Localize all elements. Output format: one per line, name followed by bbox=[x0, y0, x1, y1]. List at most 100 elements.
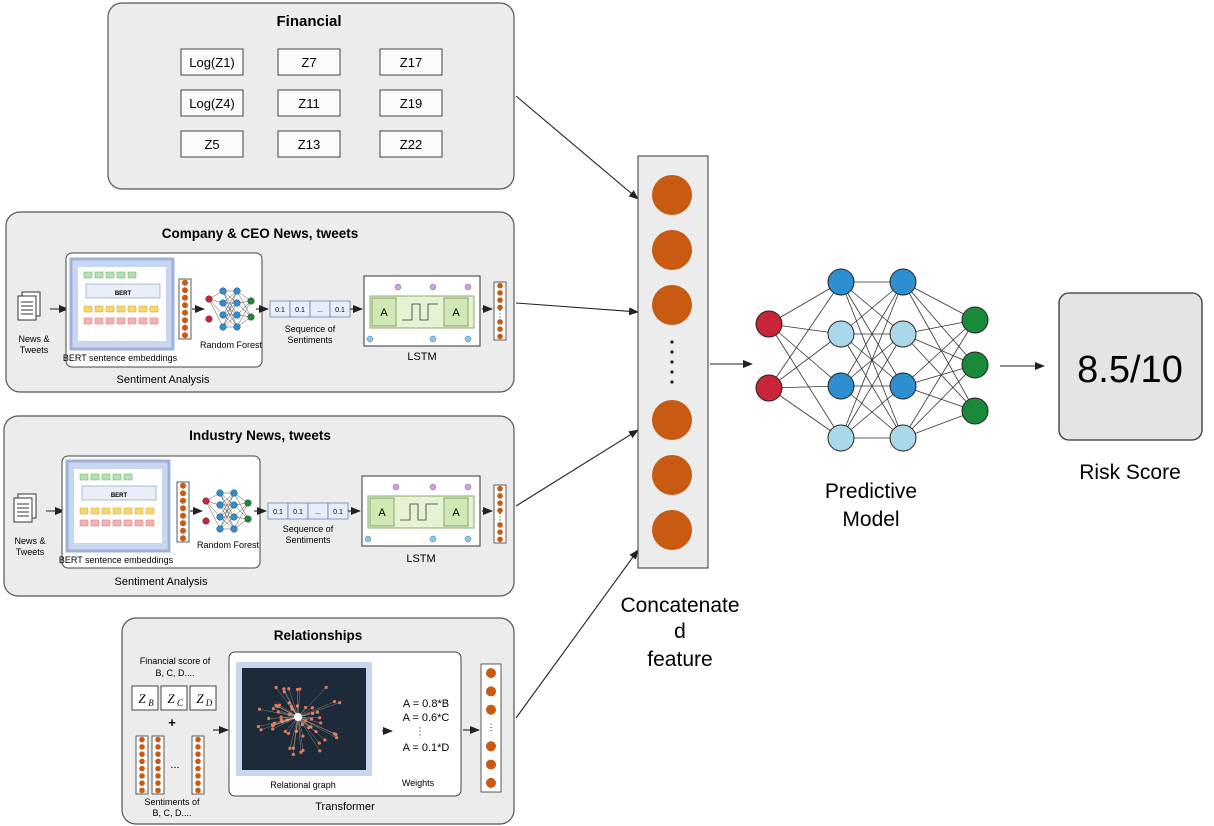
financial-feature-tile bbox=[277, 130, 341, 158]
rf-edge bbox=[222, 302, 238, 328]
model-edge bbox=[902, 364, 976, 439]
vector-node bbox=[497, 297, 503, 303]
graph-node bbox=[318, 716, 322, 720]
vector-node bbox=[139, 758, 145, 765]
financial-feature-label: Z22 bbox=[400, 137, 422, 152]
sentiment-analysis-label: Sentiment Analysis bbox=[117, 374, 210, 386]
random-forest-network bbox=[205, 287, 255, 331]
z-score-subscript: D bbox=[205, 698, 213, 708]
concat-label-line2: d bbox=[674, 620, 686, 643]
risk-score-box bbox=[1058, 292, 1203, 441]
relational-graph-label: Relational graph bbox=[270, 780, 336, 790]
rf-node bbox=[247, 297, 255, 305]
graph-node bbox=[287, 687, 291, 691]
model-label-line1: Predictive bbox=[825, 480, 917, 503]
financial-feature-label: Z11 bbox=[298, 96, 319, 111]
embedding-vector bbox=[176, 481, 190, 543]
vector-node bbox=[497, 522, 503, 528]
sequence-value: 0.1 bbox=[295, 307, 305, 314]
random-forest-label: Random Forest bbox=[200, 340, 263, 350]
rf-node bbox=[219, 299, 227, 307]
vector-node bbox=[155, 773, 161, 779]
vector-node bbox=[497, 319, 503, 325]
vector-node bbox=[486, 759, 496, 770]
vector-node bbox=[182, 317, 188, 324]
model-edge bbox=[840, 281, 904, 439]
rf-edge bbox=[208, 298, 224, 328]
graph-node bbox=[323, 738, 327, 742]
industry-news-title: Industry News, tweets bbox=[189, 428, 331, 443]
lstm-label: LSTM bbox=[406, 553, 435, 565]
company-news-panel: Company & CEO News, tweets News & Tweets… bbox=[5, 211, 515, 393]
graph-center-node bbox=[294, 713, 302, 721]
vector-frame bbox=[151, 735, 165, 795]
rf-node bbox=[219, 311, 227, 319]
sequence-label-line1: Sequence of bbox=[285, 324, 336, 334]
vector-ellipsis: ⋮ bbox=[496, 512, 505, 522]
vector-ellipsis: ⋮ bbox=[487, 722, 496, 732]
model-edge bbox=[768, 333, 842, 389]
sentiment-analysis-label: Sentiment Analysis bbox=[115, 576, 208, 588]
rf-edge bbox=[236, 300, 252, 328]
financial-feature-tile bbox=[180, 130, 244, 158]
financial-feature-tile bbox=[379, 48, 443, 76]
plus-sign: + bbox=[168, 715, 176, 730]
news-label-line1: News & bbox=[18, 334, 49, 344]
bert-inner-label: BERT bbox=[111, 493, 128, 499]
vector-node bbox=[182, 294, 188, 301]
rf-node bbox=[205, 315, 213, 323]
rf-node bbox=[233, 323, 241, 331]
random-forest-network bbox=[202, 489, 252, 533]
risk-score-label: Risk Score bbox=[1079, 461, 1181, 484]
graph-node bbox=[310, 706, 314, 710]
vector-node bbox=[139, 765, 145, 772]
graph-node bbox=[279, 718, 283, 722]
vector-node bbox=[182, 309, 188, 316]
rf-edge bbox=[205, 500, 221, 518]
model-node bbox=[755, 310, 783, 338]
graph-node bbox=[301, 734, 305, 738]
concat-feature-node bbox=[652, 510, 692, 550]
graph-edge bbox=[283, 688, 299, 718]
financial-feature-label: Z13 bbox=[298, 137, 320, 152]
graph-node bbox=[295, 687, 300, 692]
vector-node bbox=[182, 279, 188, 286]
vector-node bbox=[180, 520, 186, 527]
embedding-vector bbox=[178, 278, 192, 340]
rf-node bbox=[205, 295, 213, 303]
graph-node bbox=[283, 729, 287, 734]
graph-edge bbox=[275, 705, 299, 718]
vector-frame bbox=[176, 481, 190, 543]
model-node bbox=[961, 351, 989, 379]
sentiments-label-line2: B, C, D.... bbox=[152, 808, 191, 818]
rf-edge bbox=[205, 500, 221, 530]
vector-node bbox=[180, 490, 186, 497]
rf-node bbox=[233, 299, 241, 307]
sequence-value: 0.1 bbox=[293, 509, 303, 516]
lstm-diagram: A A bbox=[363, 275, 481, 347]
graph-edge bbox=[297, 716, 326, 741]
graph-edge bbox=[272, 716, 299, 730]
vector-node bbox=[486, 686, 496, 697]
sequence-value: 0.1 bbox=[333, 509, 343, 516]
model-label-line2: Model bbox=[842, 508, 899, 531]
graph-node bbox=[338, 701, 342, 705]
model-node bbox=[889, 268, 917, 296]
concat-feature-node bbox=[652, 455, 692, 495]
model-edge bbox=[768, 323, 842, 387]
vector-node bbox=[497, 326, 503, 332]
financial-feature-tile bbox=[277, 48, 341, 76]
vector-node bbox=[497, 282, 503, 289]
graph-node bbox=[295, 704, 300, 708]
graph-node bbox=[286, 731, 290, 736]
vector-node bbox=[180, 512, 186, 519]
vector-node bbox=[155, 751, 161, 757]
vector-node bbox=[180, 482, 186, 489]
model-edge bbox=[902, 281, 976, 366]
vector-node bbox=[155, 758, 161, 765]
vector-node bbox=[182, 302, 188, 309]
z-score-tile bbox=[131, 685, 159, 711]
graph-node bbox=[279, 715, 283, 719]
rf-edge bbox=[222, 290, 238, 316]
weights-label: Weights bbox=[402, 778, 435, 788]
